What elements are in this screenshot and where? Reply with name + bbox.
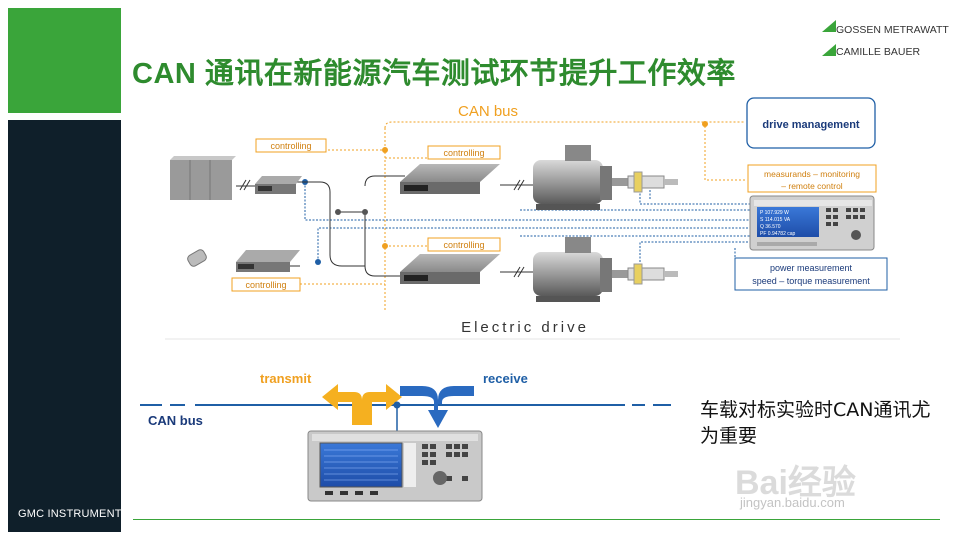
screen-line-1: P 107.929 W — [760, 210, 789, 216]
power-analyzer-bottom — [307, 430, 483, 502]
footer-divider — [133, 519, 940, 520]
measurands-line-2: – remote control — [781, 181, 843, 191]
battery-cabinet — [170, 156, 236, 200]
controller-box-1 — [255, 176, 302, 194]
can-bus-label-top: CAN bus — [458, 103, 518, 120]
drive-management-text: drive management — [762, 119, 860, 131]
measurands-box: measurands – monitoring – remote control — [747, 164, 877, 193]
note-text: 车载对标实验时CAN通讯尤为重要 — [700, 399, 931, 447]
signal-lines — [304, 182, 750, 262]
controlling-label-4: controlling — [231, 277, 301, 292]
brand-line-1: GOSSEN METRAWATT — [836, 24, 949, 36]
torque-sensor-2 — [627, 263, 678, 285]
power-analyzer-top: P 107.929 W S 114.015 VA Q 36.570 PF 0.9… — [749, 195, 875, 251]
motor-2 — [533, 237, 630, 302]
baidu-watermark: Bai经验 — [735, 464, 856, 502]
brand-logo-icon — [822, 20, 836, 56]
torque-sensor-1 — [627, 171, 678, 193]
drive-management-box: drive management — [746, 97, 876, 149]
electric-drive-caption: Electric drive — [461, 319, 589, 336]
screen-line-2: S 114.015 VA — [760, 217, 791, 223]
receive-label: receive — [483, 371, 528, 386]
sensor-cylinder — [187, 249, 207, 267]
screen-line-4: PF 0.94782 cap — [760, 231, 796, 237]
inverter-2 — [400, 254, 500, 284]
controlling-label-3: controlling — [427, 237, 501, 252]
green-accent-block — [8, 8, 121, 113]
controlling-text-1: controlling — [270, 141, 311, 151]
can-bus-lines — [300, 121, 745, 310]
screen-line-3: Q 36.570 — [760, 224, 781, 230]
motor-1 — [533, 145, 630, 210]
controlling-text-4: controlling — [245, 280, 286, 290]
transmit-arrow-icon — [322, 384, 402, 425]
controlling-label-1: controlling — [255, 138, 327, 153]
controller-box-2 — [236, 250, 300, 272]
inverter-1 — [400, 164, 500, 194]
controlling-label-2: controlling — [427, 145, 501, 160]
power-measurement-line-1: power measurement — [770, 263, 853, 273]
brand-line-2: CAMILLE BAUER — [836, 46, 921, 58]
side-bar — [8, 120, 121, 532]
power-measurement-box: power measurement speed – torque measure… — [734, 257, 888, 291]
controlling-text-2: controlling — [443, 148, 484, 158]
slide-title: CAN 通讯在新能源汽车测试环节提升工作效率 — [132, 58, 736, 90]
receive-arrow-icon — [400, 386, 474, 428]
baidu-watermark-url: jingyan.baidu.com — [740, 495, 845, 510]
power-measurement-line-2: speed – torque measurement — [752, 276, 870, 286]
transmit-label: transmit — [260, 371, 312, 386]
gmc-instruments-logo: GMC INSTRUMENTS — [18, 508, 130, 520]
can-bus-label-bottom: CAN bus — [148, 413, 203, 428]
measurands-line-1: measurands – monitoring — [764, 169, 860, 179]
controlling-text-3: controlling — [443, 240, 484, 250]
